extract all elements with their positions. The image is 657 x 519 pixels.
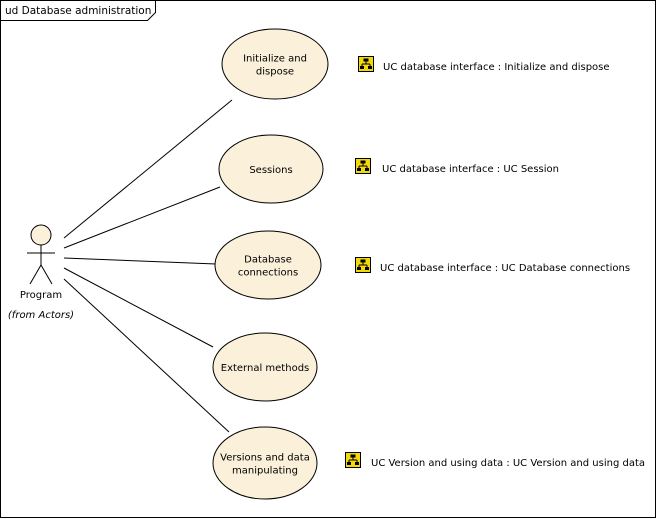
use-case-label: manipulating <box>232 466 298 477</box>
diagram-link[interactable]: UC Version and using data : UC Version a… <box>345 452 646 470</box>
association-line <box>63 278 230 433</box>
diagram-links: UC database interface : Initialize and d… <box>345 56 646 470</box>
diagram-link-icon <box>355 257 371 273</box>
uc-initialize[interactable]: Initialize and dispose <box>221 28 329 100</box>
association-lines <box>63 99 233 433</box>
association-line <box>63 257 217 265</box>
diagram-link-text: UC database interface : Initialize and d… <box>383 62 610 73</box>
actor-right-leg <box>40 264 53 285</box>
use-case-label: External methods <box>221 363 310 374</box>
uc-db-connections[interactable]: Database connections <box>214 230 322 300</box>
uc-sessions[interactable]: Sessions <box>218 134 324 204</box>
use-case-label: Sessions <box>249 165 292 176</box>
actor-note: (from Actors) <box>8 310 74 321</box>
actor-left-leg <box>29 264 42 285</box>
diagram-link-text: UC database interface : UC Session <box>382 164 559 175</box>
use-case-label: Versions and data <box>220 453 310 464</box>
diagram-link[interactable]: UC database interface : Initialize and d… <box>358 56 610 74</box>
association-line <box>63 186 221 249</box>
association-line <box>63 99 233 239</box>
uc-external-methods[interactable]: External methods <box>212 332 318 402</box>
use-case-label: Database <box>244 255 292 266</box>
use-case-label: connections <box>238 268 298 279</box>
frame-title: ud Database administration <box>5 5 151 17</box>
use-case-ellipse <box>214 230 322 300</box>
use-case-label: dispose <box>256 67 294 78</box>
use-case-ellipse <box>221 28 329 100</box>
diagram-link-text: UC Version and using data : UC Version a… <box>371 458 645 469</box>
diagram-link-icon <box>358 56 374 72</box>
actor-program[interactable]: Program (from Actors) <box>8 224 74 321</box>
use-case-label: Initialize and <box>243 54 307 65</box>
use-case-ellipse <box>212 426 318 500</box>
diagram-link-text: UC database interface : UC Database conn… <box>380 263 630 274</box>
frame-title-tab: ud Database administration <box>0 0 156 21</box>
diagram-link-icon <box>345 452 361 468</box>
uc-versions[interactable]: Versions and data manipulating <box>212 426 318 500</box>
actor-name: Program <box>20 290 62 301</box>
diagram-link[interactable]: UC database interface : UC Database conn… <box>355 257 631 275</box>
use-case-ellipse <box>212 332 318 402</box>
diagram-link[interactable]: UC database interface : UC Session <box>355 158 559 176</box>
frame-title-tab-border <box>0 0 156 21</box>
actor-head <box>30 224 52 246</box>
association-line <box>63 267 214 348</box>
use-case-ellipse <box>218 134 324 204</box>
diagram-link-icon <box>355 158 371 174</box>
